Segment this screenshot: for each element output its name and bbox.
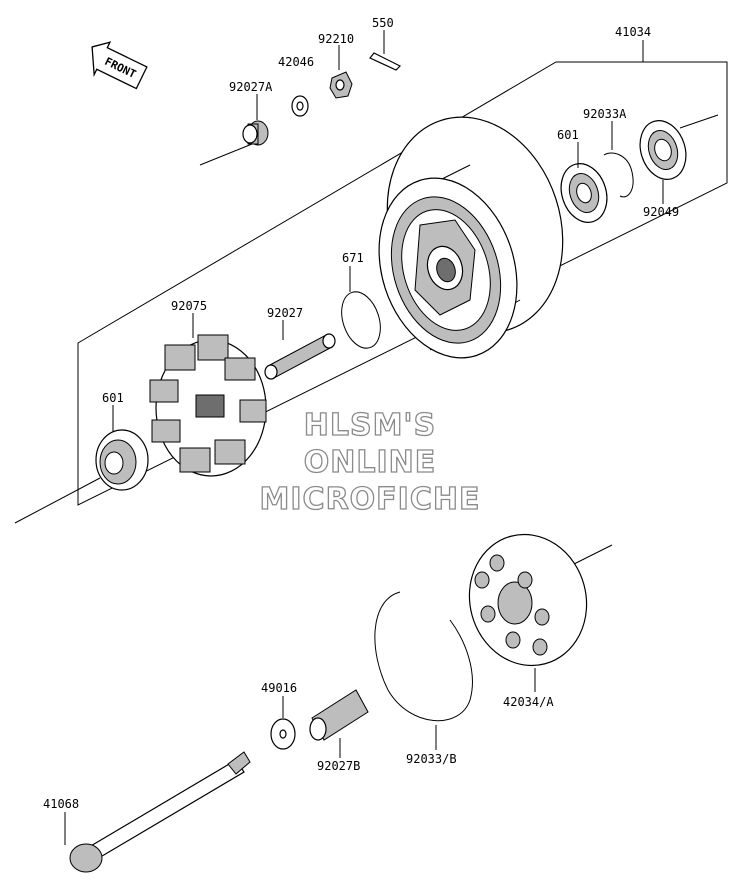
part-label-41068[interactable]: 41068: [43, 797, 79, 811]
part-label-92027[interactable]: 92027: [267, 306, 303, 320]
front-direction-arrow[interactable]: FRONT: [82, 36, 150, 94]
o-ring-671[interactable]: [335, 287, 387, 353]
circlip-92033a[interactable]: [603, 152, 634, 198]
part-label-92033b[interactable]: 92033/B: [406, 752, 457, 766]
damper-92075[interactable]: [149, 334, 267, 477]
circlip-92033b[interactable]: [374, 591, 473, 722]
bearing-601-upper[interactable]: [554, 158, 614, 229]
collar-92027a[interactable]: [242, 120, 269, 146]
bearing-601-lower[interactable]: [95, 429, 149, 491]
part-label-92049[interactable]: 92049: [643, 205, 679, 219]
washer-49016-hole: [279, 729, 287, 739]
part-label-671[interactable]: 671: [342, 251, 364, 265]
axle-41068[interactable]: [69, 751, 251, 873]
axis-line-top-right: [679, 114, 719, 129]
part-label-92075[interactable]: 92075: [171, 299, 207, 313]
watermark-line-1: HLSM'S: [304, 408, 436, 443]
cotter-pin-550[interactable]: [369, 52, 402, 71]
part-label-41034[interactable]: 41034: [615, 25, 651, 39]
part-label-92027b[interactable]: 92027B: [317, 759, 360, 773]
nut-92210[interactable]: [329, 71, 353, 99]
axis-line-left: [14, 477, 101, 524]
part-label-92033a[interactable]: 92033A: [583, 107, 627, 121]
watermark-line-2: ONLINE: [304, 445, 437, 480]
part-label-49016[interactable]: 49016: [261, 681, 297, 695]
part-label-92210[interactable]: 92210: [318, 32, 354, 46]
collar-92027b[interactable]: [309, 689, 369, 741]
collar-92027[interactable]: [264, 333, 336, 380]
watermark-line-3: MICROFICHE: [260, 482, 481, 517]
part-label-92027a[interactable]: 92027A: [229, 80, 273, 94]
washer-42046-hole: [296, 101, 304, 111]
axis-line-hub: [569, 544, 613, 567]
part-label-42034a[interactable]: 42034/A: [503, 695, 554, 709]
part-label-601-lower[interactable]: 601: [102, 391, 124, 405]
wheel-41034[interactable]: [357, 94, 590, 376]
part-label-42046[interactable]: 42046: [278, 55, 314, 69]
part-label-601-upper[interactable]: 601: [557, 128, 579, 142]
part-label-550[interactable]: 550: [372, 16, 394, 30]
seal-92049[interactable]: [633, 115, 693, 186]
sprocket-hub-42034a[interactable]: [455, 521, 601, 679]
